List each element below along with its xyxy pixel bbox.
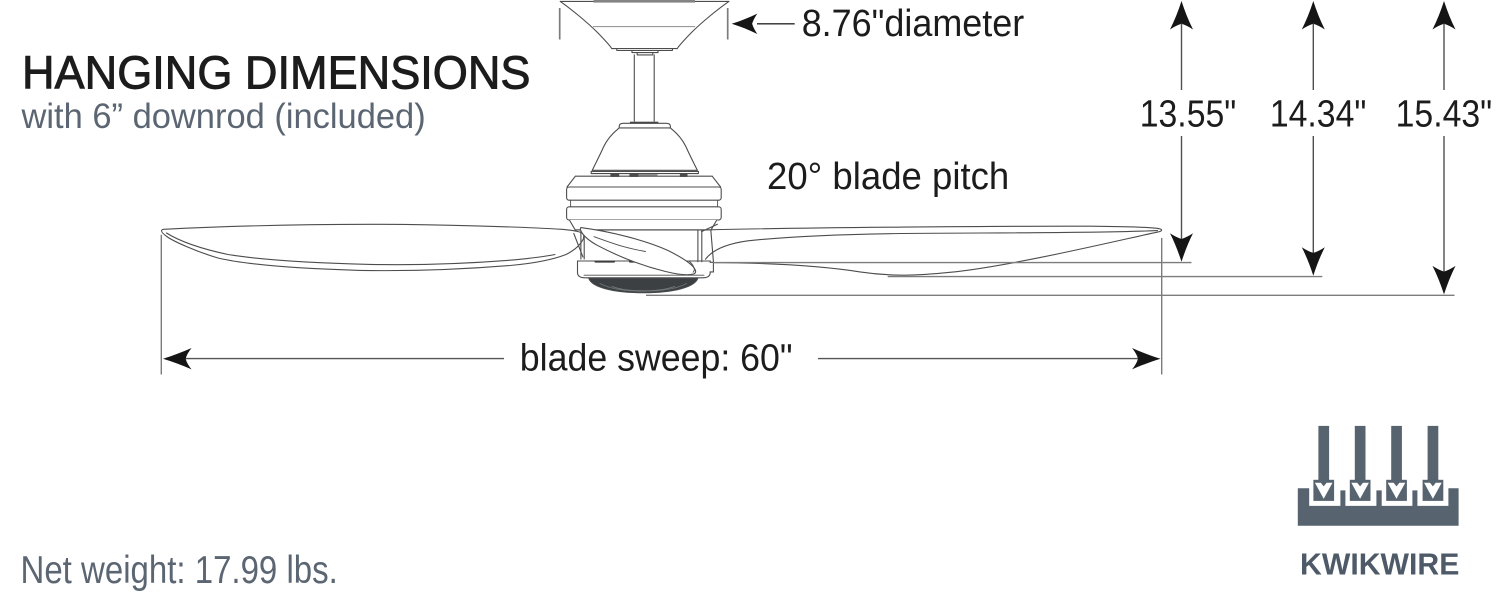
svg-text:14.34": 14.34": [1270, 93, 1367, 135]
svg-text:KWIKWIRE: KWIKWIRE: [1300, 547, 1459, 582]
svg-text:with 6” downrod (included): with 6” downrod (included): [21, 97, 426, 136]
svg-text:blade sweep: 60": blade sweep: 60": [520, 338, 793, 380]
svg-text:8.76"diameter: 8.76"diameter: [802, 3, 1025, 45]
svg-text:15.43": 15.43": [1396, 93, 1493, 135]
svg-text:13.55": 13.55": [1140, 93, 1237, 135]
svg-text:Net weight: 17.99 lbs.: Net weight: 17.99 lbs.: [21, 549, 338, 592]
svg-text:HANGING DIMENSIONS: HANGING DIMENSIONS: [22, 47, 531, 99]
svg-text:20° blade pitch: 20° blade pitch: [767, 156, 1009, 198]
